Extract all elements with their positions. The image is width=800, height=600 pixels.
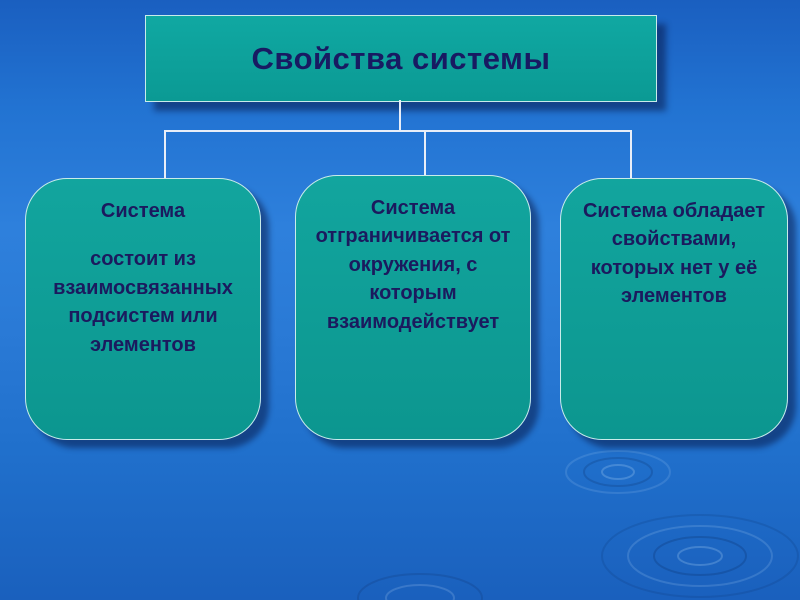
connector-drop-right (630, 130, 632, 180)
connector-drop-left (164, 130, 166, 180)
property-box-emergence: Система обладает свойствами, которых нет… (560, 178, 788, 440)
property-box-1-body: состоит из взаимосвязанных подсистем или… (53, 248, 233, 356)
connector-drop-center (424, 130, 426, 180)
property-box-2-body: Система отграничивается от окружения, с … (315, 197, 511, 333)
title-box: Свойства системы (145, 15, 657, 102)
property-box-environment: Система отграничивается от окружения, с … (295, 175, 531, 440)
property-box-subsystems: Система состоит из взаимосвязанных подси… (25, 178, 261, 440)
slide-title: Свойства системы (251, 40, 551, 76)
property-box-3-body: Система обладает свойствами, которых нет… (582, 200, 766, 308)
connector-stub (399, 100, 401, 132)
connector-rail (164, 130, 632, 132)
property-box-1-heading: Система (100, 200, 186, 222)
